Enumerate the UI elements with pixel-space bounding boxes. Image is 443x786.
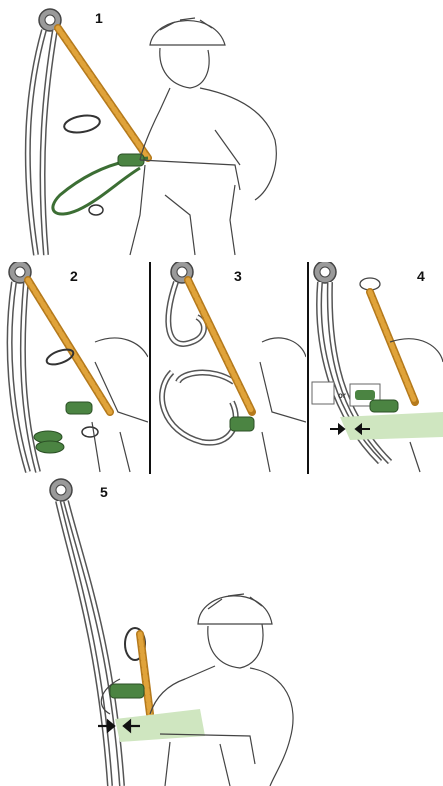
step-1-illustration [0,0,443,260]
inset-or-label: or [338,391,346,400]
anchor-ring-icon [50,479,72,501]
step-4-illustration: or [310,262,443,474]
step-1-panel: 1 [0,0,443,260]
step-5-panel: 5 [0,474,443,786]
panel-divider-2 [307,262,309,474]
panel-divider-1 [149,262,151,474]
step-3-illustration [152,262,306,474]
step-3-panel: 3 [152,262,306,474]
climber-helmet [150,18,225,88]
step-4-panel: 4 or [310,262,443,474]
carabiner-icon [63,113,101,135]
climber-helmet [198,594,272,668]
step-2-panel: 2 [0,262,148,474]
step-5-illustration [0,474,443,786]
step-2-illustration [0,262,148,474]
anchor-ring-icon [314,262,336,283]
